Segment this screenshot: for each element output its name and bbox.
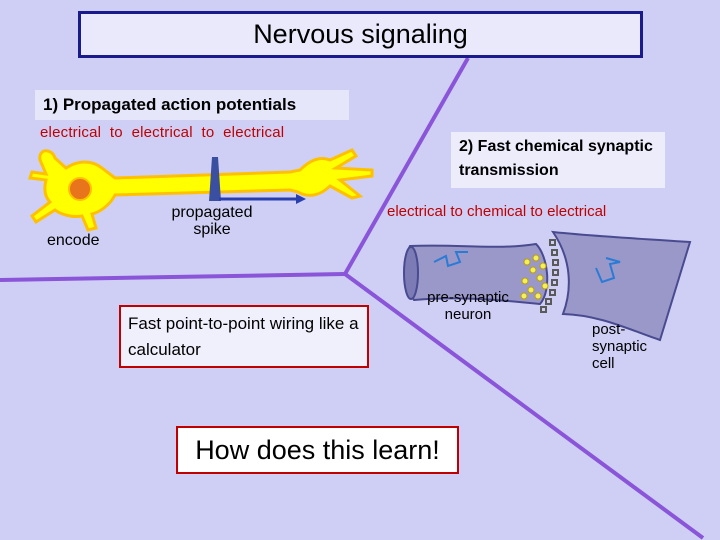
presynaptic-label: pre-synaptic neuron <box>427 289 509 323</box>
postsynaptic-label: post-synaptic cell <box>592 321 648 372</box>
section2-label: 2) Fast chemical synaptic transmission <box>451 132 665 188</box>
signal-sequence-1: electrical to electrical to electrical <box>40 124 285 141</box>
nucleus <box>68 177 92 201</box>
terminal-end <box>403 246 419 300</box>
page-title: Nervous signaling <box>78 11 643 58</box>
section1-label: 1) Propagated action potentials <box>35 90 349 120</box>
divider-lines <box>0 57 705 540</box>
spike-label: propagated spike <box>171 204 253 238</box>
postsynaptic-cell <box>550 230 692 342</box>
encode-label: encode <box>47 232 100 249</box>
neuron-diagram <box>27 148 374 232</box>
receptors <box>540 239 559 313</box>
neuron-body <box>27 148 374 232</box>
wiring-note: Fast point-to-point wiring like a calcul… <box>119 305 369 368</box>
recycle-arrow-icon <box>433 251 621 284</box>
question-box: How does this learn! <box>176 426 459 474</box>
signal-sequence-2: electrical to chemical to electrical <box>387 203 607 220</box>
synapse-diagram <box>403 230 692 342</box>
propagation-arrow <box>219 194 306 204</box>
spike-icon <box>209 157 221 201</box>
vesicles <box>520 254 549 300</box>
